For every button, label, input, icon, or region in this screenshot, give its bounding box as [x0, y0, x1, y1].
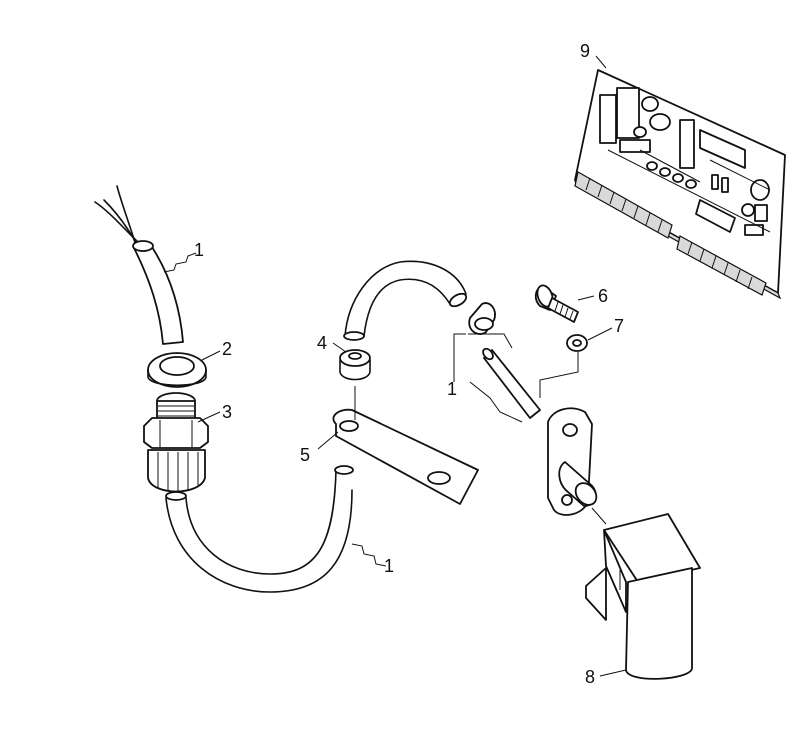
sensor-cover: [585, 513, 701, 680]
callout-6-screw: 6: [598, 286, 608, 306]
callout-7-washer: 7: [614, 316, 624, 336]
grommet: [339, 349, 371, 381]
callout-9-board: 9: [580, 41, 590, 61]
callout-1-hose: 1: [384, 556, 394, 576]
circuit-board: [574, 69, 786, 300]
sensor-probe-assembly: [453, 302, 607, 525]
callouts: 1 2 3 4 5 1 6 7 1 8 9: [194, 41, 624, 687]
callout-1-cable: 1: [194, 240, 204, 260]
callout-8-cover: 8: [585, 667, 595, 687]
callout-2-nut: 2: [222, 339, 232, 359]
arched-hose: [343, 260, 468, 341]
cable-with-wires: [94, 185, 184, 345]
nut: [147, 352, 207, 388]
leader-lines: [163, 55, 627, 677]
callout-1-probe: 1: [447, 379, 457, 399]
callout-4-grommet: 4: [317, 333, 327, 353]
callout-3-gland: 3: [222, 402, 232, 422]
screw: [534, 284, 579, 323]
callout-5-plate: 5: [300, 445, 310, 465]
washer: [539, 334, 588, 398]
u-shaped-hose: [165, 465, 354, 593]
cable-gland: [143, 392, 209, 493]
mounting-plate: [332, 386, 479, 505]
